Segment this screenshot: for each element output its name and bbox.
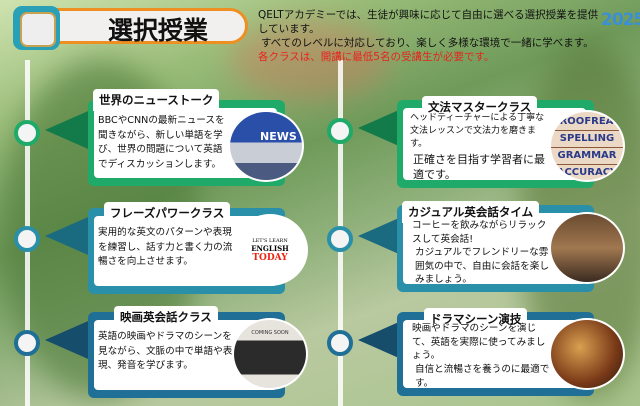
class-description-2: カジュアルでフレンドリーな雰囲気の中で、自由に会話を楽しみましょう。: [415, 247, 549, 285]
cafe-photo: [549, 212, 625, 284]
photo-word: SPELLING: [551, 131, 623, 148]
header-square-icon: [13, 6, 60, 50]
timeline-dot: [14, 120, 40, 146]
photo-word: ENGLISH: [251, 243, 289, 253]
pointer-triangle: [45, 108, 95, 152]
photo-word: PROOFREAD: [551, 114, 623, 131]
news-photo: NEWS: [228, 110, 304, 182]
page-title: 選択授業: [107, 16, 208, 45]
class-description: 実用的な英文のパターンや表現を練習し、話す力と書く力の流暢さを向上させます。: [98, 227, 233, 267]
photo-word: LET'S LEARN: [252, 237, 288, 244]
drama-photo: [549, 318, 625, 390]
class-title: フレーズパワークラス: [104, 202, 231, 224]
movie-photo-label: COMING SOON: [251, 330, 289, 336]
class-title: カジュアル英会話タイム: [402, 201, 540, 223]
timeline-dot: [327, 118, 353, 144]
timeline-dot: [14, 330, 40, 356]
intro-text: QELTアカデミーでは、生徒が興味に応じて自由に選べる選択授業を提供しています。…: [258, 8, 603, 64]
timeline-dot: [14, 226, 40, 252]
intro-notice: 各クラスは、開講に最低5名の受講生が必要です。: [258, 51, 495, 63]
class-description: 英語の映画やドラマのシーンを見ながら、文脈の中で単語や表現、発音を学びます。: [98, 331, 233, 371]
background-umbrella: [230, 20, 390, 100]
photo-word: ACCURACY: [551, 165, 623, 180]
class-description-2: 自信と流暢さを養うのに最適です。: [415, 364, 550, 389]
class-title: 世界のニューストーク: [93, 89, 220, 111]
timeline-dot: [327, 330, 353, 356]
timeline-dot: [327, 226, 353, 252]
class-title: 文法マスタークラス: [422, 96, 538, 118]
grammar-photo: PROOFREAD SPELLING GRAMMAR ACCURACY: [549, 110, 625, 182]
class-description: BBCやCNNの最新ニュースを聞きながら、新しい単語を学び、世界の問題について英…: [98, 115, 225, 170]
class-description: 映画やドラマのシーンを演じて、英語を実際に使ってみましょう。: [412, 323, 546, 361]
english-today-photo: LET'S LEARN ENGLISH TODAY: [232, 214, 308, 286]
photo-word: TODAY: [252, 252, 288, 263]
news-photo-label: NEWS: [260, 130, 297, 143]
logo-2025: 2025: [601, 10, 640, 30]
class-description: コーヒーを飲みながらリラックスして英会話!: [412, 220, 547, 245]
pointer-triangle: [45, 214, 95, 258]
movie-photo: COMING SOON: [232, 318, 308, 390]
class-description-2: 正確さを目指す学習者に最適です。: [413, 153, 545, 181]
class-title: ドラマシーン演技: [424, 308, 528, 330]
class-description: ヘッドティーチャーによる丁寧な文法レッスンで文法力を磨きます。: [410, 113, 545, 149]
intro-line: QELTアカデミーでは、生徒が興味に応じて自由に選べる選択授業を提供しています。: [258, 9, 599, 35]
pointer-triangle: [45, 318, 95, 362]
photo-word: GRAMMAR: [551, 148, 623, 165]
class-title: 映画英会話クラス: [114, 306, 218, 328]
intro-line: すべてのレベルに対応しており、楽しく多様な環境で一緒に学べます。: [261, 37, 594, 49]
